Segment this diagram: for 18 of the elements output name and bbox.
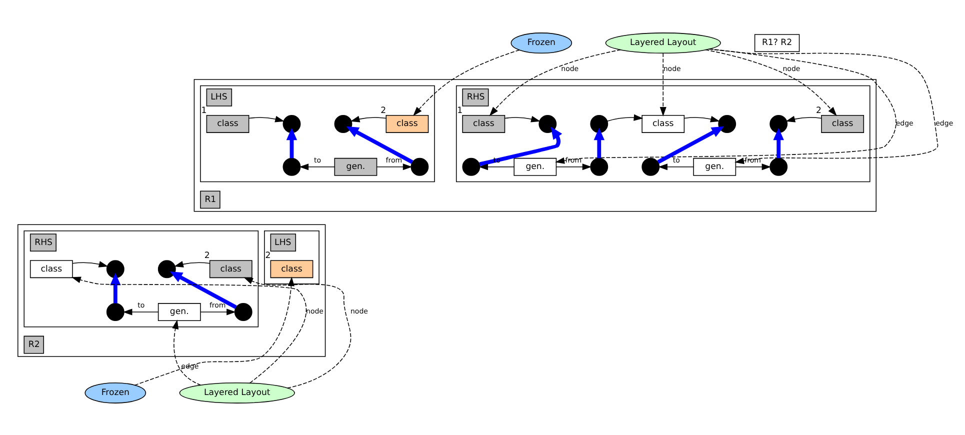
- edge-label: node: [663, 64, 681, 73]
- edge-label: to: [314, 154, 322, 164]
- node-label: 2: [265, 250, 271, 261]
- edge-label: from: [386, 154, 402, 164]
- edge-label: edge: [896, 118, 914, 128]
- edge-label: to: [138, 300, 145, 309]
- node-label: 2: [204, 250, 210, 261]
- edge-label: edge: [936, 118, 954, 128]
- edge-label: node: [350, 306, 368, 316]
- edge-label: from: [209, 300, 226, 309]
- edge-label: node: [561, 64, 579, 73]
- node-label: 1: [201, 105, 207, 116]
- node-label: 2: [816, 105, 822, 116]
- edge-label: node: [782, 64, 800, 73]
- node-label: 1: [457, 105, 463, 116]
- edge-label: node: [306, 306, 324, 316]
- node-label: 2: [380, 105, 386, 116]
- edge-label: to: [672, 154, 680, 164]
